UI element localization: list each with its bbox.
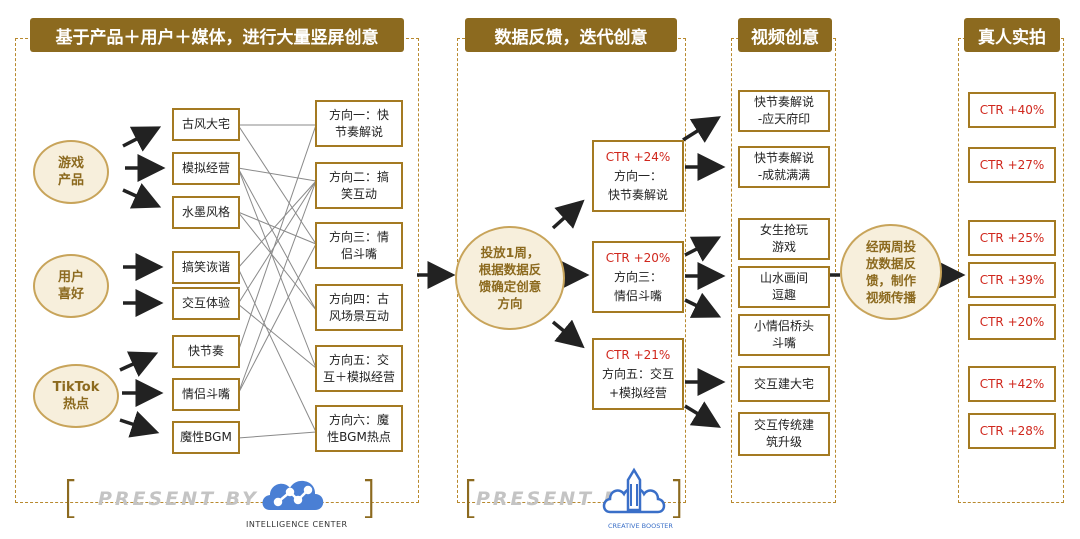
- video-box: 交互建大宅: [738, 366, 830, 402]
- ctr-result-box: CTR +39%: [968, 262, 1056, 298]
- direction-box: 方向五：交互＋模拟经营: [315, 345, 403, 392]
- ctr-result-box: CTR +42%: [968, 366, 1056, 402]
- header-feedback: 数据反馈，迭代创意: [465, 18, 677, 52]
- final-feedback-circle: 经两周投放数据反馈，制作视频传播: [840, 224, 942, 320]
- direction-box: 方向二：搞笑互动: [315, 162, 403, 209]
- video-box: 交互传统建筑升级: [738, 412, 830, 456]
- feature-box: 情侣斗嘴: [172, 378, 240, 411]
- source-user-circle: 用户喜好: [33, 254, 109, 318]
- arrow-game-1: [122, 126, 162, 152]
- ctr-result-box: CTR +25%: [968, 220, 1056, 256]
- video-box: 快节奏解说-成就满满: [738, 146, 830, 188]
- result-box: CTR +20%方向三：情侣斗嘴: [592, 241, 684, 313]
- intelligence-center-logo: [262, 480, 324, 510]
- test-feedback-circle: 投放1周，根据数据反馈确定创意方向: [455, 226, 565, 330]
- feature-box: 快节奏: [172, 335, 240, 368]
- ctr-result-box: CTR +20%: [968, 304, 1056, 340]
- video-box: 小情侣桥头斗嘴: [738, 314, 830, 356]
- arrow-tiktok-1: [119, 351, 159, 377]
- creative-booster-logo: [602, 467, 666, 514]
- arrow-tiktok-3: [119, 410, 160, 438]
- ctr-result-box: CTR +40%: [968, 92, 1056, 128]
- header-video: 视频创意: [738, 18, 832, 52]
- present-by-label-1: PRESENT BY: [98, 488, 259, 510]
- feature-box: 古风大宅: [172, 108, 240, 141]
- direction-box: 方向三：情侣斗嘴: [315, 222, 403, 269]
- bracket-right-2: ]: [668, 472, 686, 523]
- creative-booster-text: CREATIVE BOOSTER: [608, 522, 673, 530]
- bracket-left-1: [: [62, 472, 80, 523]
- ctr-result-box: CTR +27%: [968, 147, 1056, 183]
- video-box: 快节奏解说-应天府印: [738, 90, 830, 132]
- present-by-label-2: PRESENT BY: [476, 488, 637, 510]
- feature-box: 交互体验: [172, 287, 240, 320]
- video-box: 山水画间逗趣: [738, 266, 830, 308]
- feature-box: 魔性BGM: [172, 421, 240, 454]
- feature-box: 搞笑诙谐: [172, 251, 240, 284]
- result-box: CTR +24%方向一：快节奏解说: [592, 140, 684, 212]
- source-game-circle: 游戏产品: [33, 140, 109, 204]
- bracket-right-1: ]: [360, 472, 378, 523]
- bracket-left-2: [: [462, 472, 480, 523]
- feature-box: 水墨风格: [172, 196, 240, 229]
- ctr-result-box: CTR +28%: [968, 413, 1056, 449]
- video-box: 女生抢玩游戏: [738, 218, 830, 260]
- direction-box: 方向六：魔性BGM热点: [315, 405, 403, 452]
- direction-box: 方向一：快节奏解说: [315, 100, 403, 147]
- result-box: CTR +21%方向五：交互+模拟经营: [592, 338, 684, 410]
- arrow-game-3: [122, 183, 162, 209]
- intelligence-center-text: INTELLIGENCE CENTER: [246, 520, 348, 529]
- feature-box: 模拟经营: [172, 152, 240, 185]
- header-creative: 基于产品＋用户＋媒体，进行大量竖屏创意: [30, 18, 404, 52]
- header-live: 真人实拍: [964, 18, 1060, 52]
- direction-box: 方向四：古风场景互动: [315, 284, 403, 331]
